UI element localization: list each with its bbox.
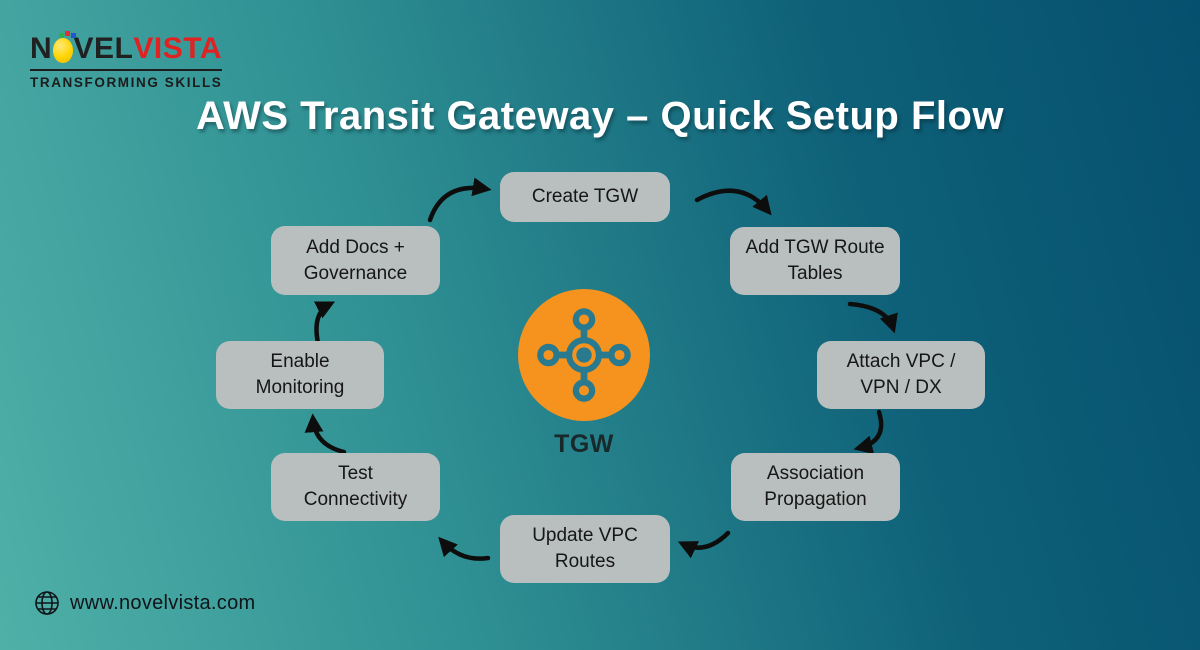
logo-text-vista: VISTA xyxy=(133,32,222,65)
globe-icon xyxy=(35,591,59,615)
flow-arrow-route-to-attach xyxy=(847,301,898,334)
flow-arrow-docs-to-create xyxy=(427,177,492,223)
tgw-hub-circle xyxy=(518,289,650,421)
logo-o-dots-icon xyxy=(59,33,65,38)
logo-text-vel: VEL xyxy=(73,32,134,65)
tgw-hub-label: TGW xyxy=(554,430,614,458)
transit-gateway-network-icon xyxy=(537,308,631,402)
step-association-propagation: Association Propagation xyxy=(731,453,900,521)
logo-text-n: N xyxy=(30,32,53,65)
step-create-tgw: Create TGW xyxy=(500,172,670,222)
flow-arrow-assoc-to-update xyxy=(677,530,731,559)
step-update-vpc-routes: Update VPC Routes xyxy=(500,515,670,583)
step-test-connectivity: Test Connectivity xyxy=(271,453,440,521)
logo-divider xyxy=(30,69,222,71)
flow-arrow-update-to-test xyxy=(438,536,491,561)
logo-tagline: TRANSFORMING SKILLS xyxy=(30,75,223,90)
flow-arrow-attach-to-assoc xyxy=(853,409,884,455)
step-add-docs-governance: Add Docs + Governance xyxy=(271,226,440,295)
flow-arrow-test-to-monitor xyxy=(304,413,347,455)
logo-o-icon xyxy=(53,33,73,63)
step-attach-vpc-vpn-dx: Attach VPC / VPN / DX xyxy=(817,341,985,409)
page-title: AWS Transit Gateway – Quick Setup Flow xyxy=(195,94,1005,138)
flow-arrow-create-to-route xyxy=(694,188,772,216)
step-enable-monitoring: Enable Monitoring xyxy=(216,341,384,409)
flow-arrow-monitor-to-docs xyxy=(313,301,336,346)
step-add-tgw-route-tables: Add TGW Route Tables xyxy=(730,227,900,295)
website-url: www.novelvista.com xyxy=(70,591,256,614)
footer: www.novelvista.com xyxy=(34,590,255,616)
